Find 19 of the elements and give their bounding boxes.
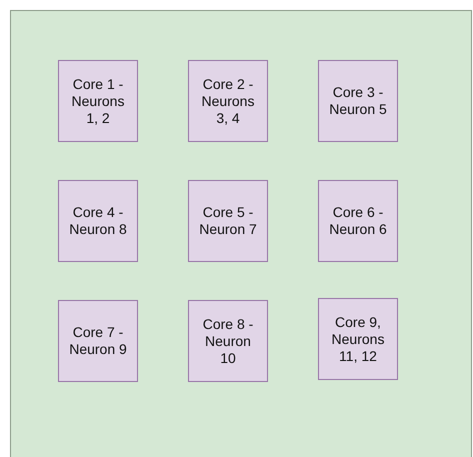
core-box — [58, 60, 138, 142]
core-label: Core 3 - Neuron 5 — [328, 84, 388, 118]
core-label: Core 2 - Neurons 3, 4 — [200, 76, 256, 126]
core-box — [188, 60, 268, 142]
core-label: Core 5 - Neuron 7 — [198, 204, 258, 238]
core-label: Core 7 - Neuron 9 — [68, 324, 128, 358]
core-box — [188, 180, 268, 262]
core-box — [318, 298, 398, 380]
core-box — [188, 300, 268, 382]
core-label: Core 4 - Neuron 8 — [68, 204, 128, 238]
core-label: Core 9, Neurons 11, 12 — [330, 314, 386, 364]
core-label: Core 1 - Neurons 1, 2 — [70, 76, 126, 126]
core-label: Core 8 - Neuron 10 — [202, 316, 254, 366]
container-panel — [10, 10, 472, 457]
core-label: Core 6 - Neuron 6 — [328, 204, 388, 238]
core-box — [318, 180, 398, 262]
core-box — [58, 180, 138, 262]
core-box — [318, 60, 398, 142]
core-box — [58, 300, 138, 382]
